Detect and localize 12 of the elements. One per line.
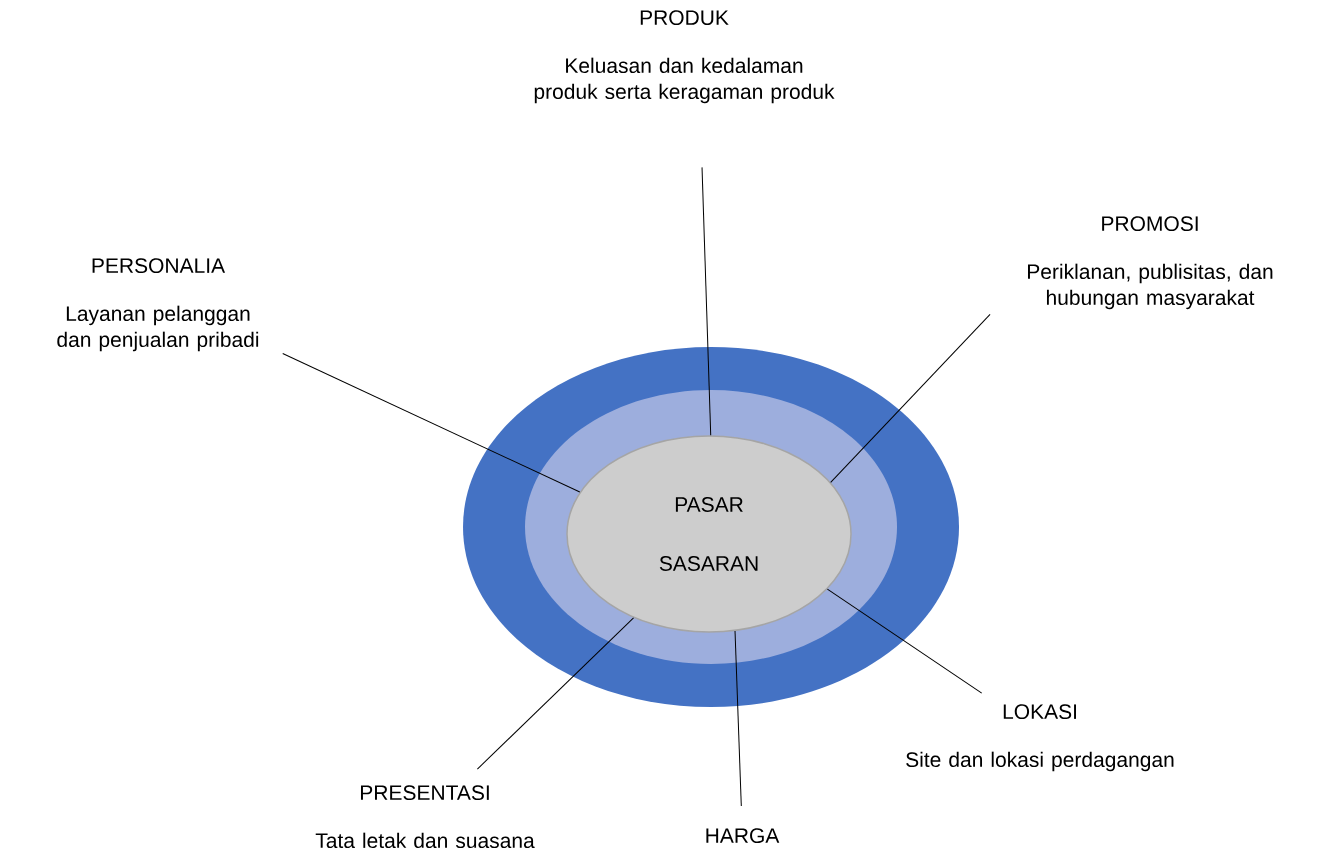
category-text: PERSONALIA Layanan pelanggan dan penjualan pribadi — [57, 258, 259, 352]
connector-line — [826, 588, 983, 694]
category-text: PRESENTASI Tata letak dan suasana — [315, 785, 535, 849]
connector-line — [282, 352, 581, 493]
connector-line — [476, 617, 635, 770]
connector-line — [734, 630, 742, 807]
connector-line — [701, 166, 712, 436]
category-text: PROMOSI Periklanan, publisitas, dan hubungan masyarakat — [1028, 216, 1273, 310]
category-text: LOKASI Site dan lokasi perdagangan — [906, 704, 1174, 772]
category-text: PRODUK Keluasan dan kedalaman produk serta keragaman produk — [534, 10, 835, 104]
category-text: HARGA — [706, 828, 780, 844]
connector-line — [830, 313, 991, 483]
